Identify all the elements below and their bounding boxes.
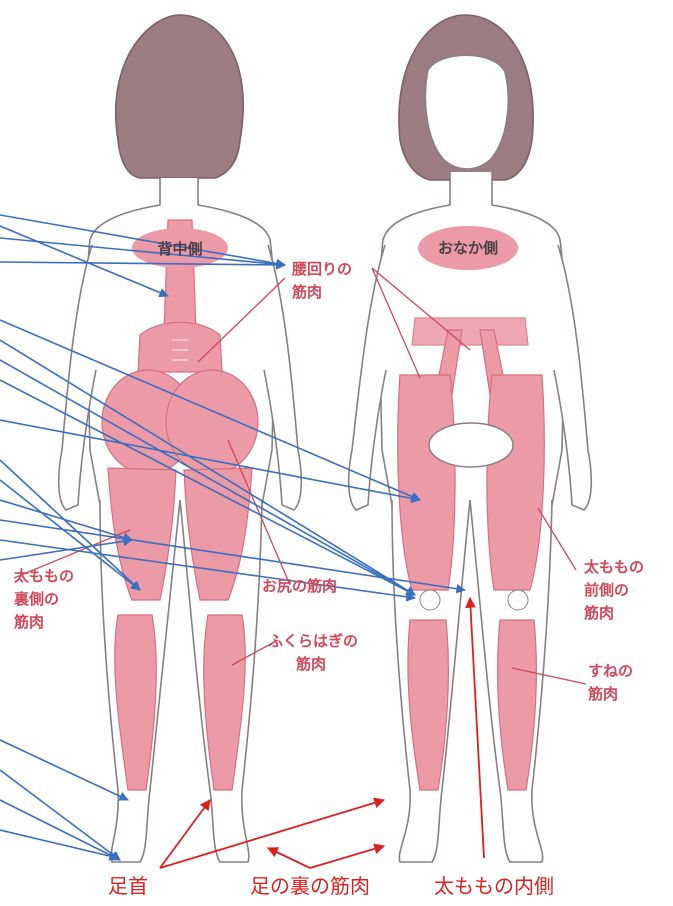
quad-right xyxy=(487,375,544,590)
back-hair xyxy=(116,15,244,178)
label-waist-muscle: 腰回りの筋肉 xyxy=(292,258,352,304)
label-quad: 太ももの前側の筋肉 xyxy=(584,556,644,625)
back-side-badge: 背中側 xyxy=(140,238,220,259)
label-hamstring: 太ももの裏側の筋肉 xyxy=(14,565,74,634)
pelvis xyxy=(429,423,513,467)
back-left-arm xyxy=(59,245,96,510)
label-glute: お尻の筋肉 xyxy=(262,575,337,598)
glute-right xyxy=(166,370,258,474)
caption-ankle: 足首 xyxy=(108,870,148,899)
front-side-badge: おなか側 xyxy=(418,237,518,258)
front-right-arm xyxy=(554,245,591,510)
lumbar-muscle xyxy=(138,322,222,372)
waist-band xyxy=(412,318,528,345)
label-shin: すねの筋肉 xyxy=(588,660,633,706)
front-face xyxy=(425,55,508,169)
label-calf: ふくらはぎの筋肉 xyxy=(268,630,358,676)
caption-sole-muscle: 足の裏の筋肉 xyxy=(250,870,370,899)
caption-inner-thigh: 太ももの内側 xyxy=(434,870,554,899)
front-left-arm xyxy=(349,245,386,510)
quad-left xyxy=(398,375,455,590)
